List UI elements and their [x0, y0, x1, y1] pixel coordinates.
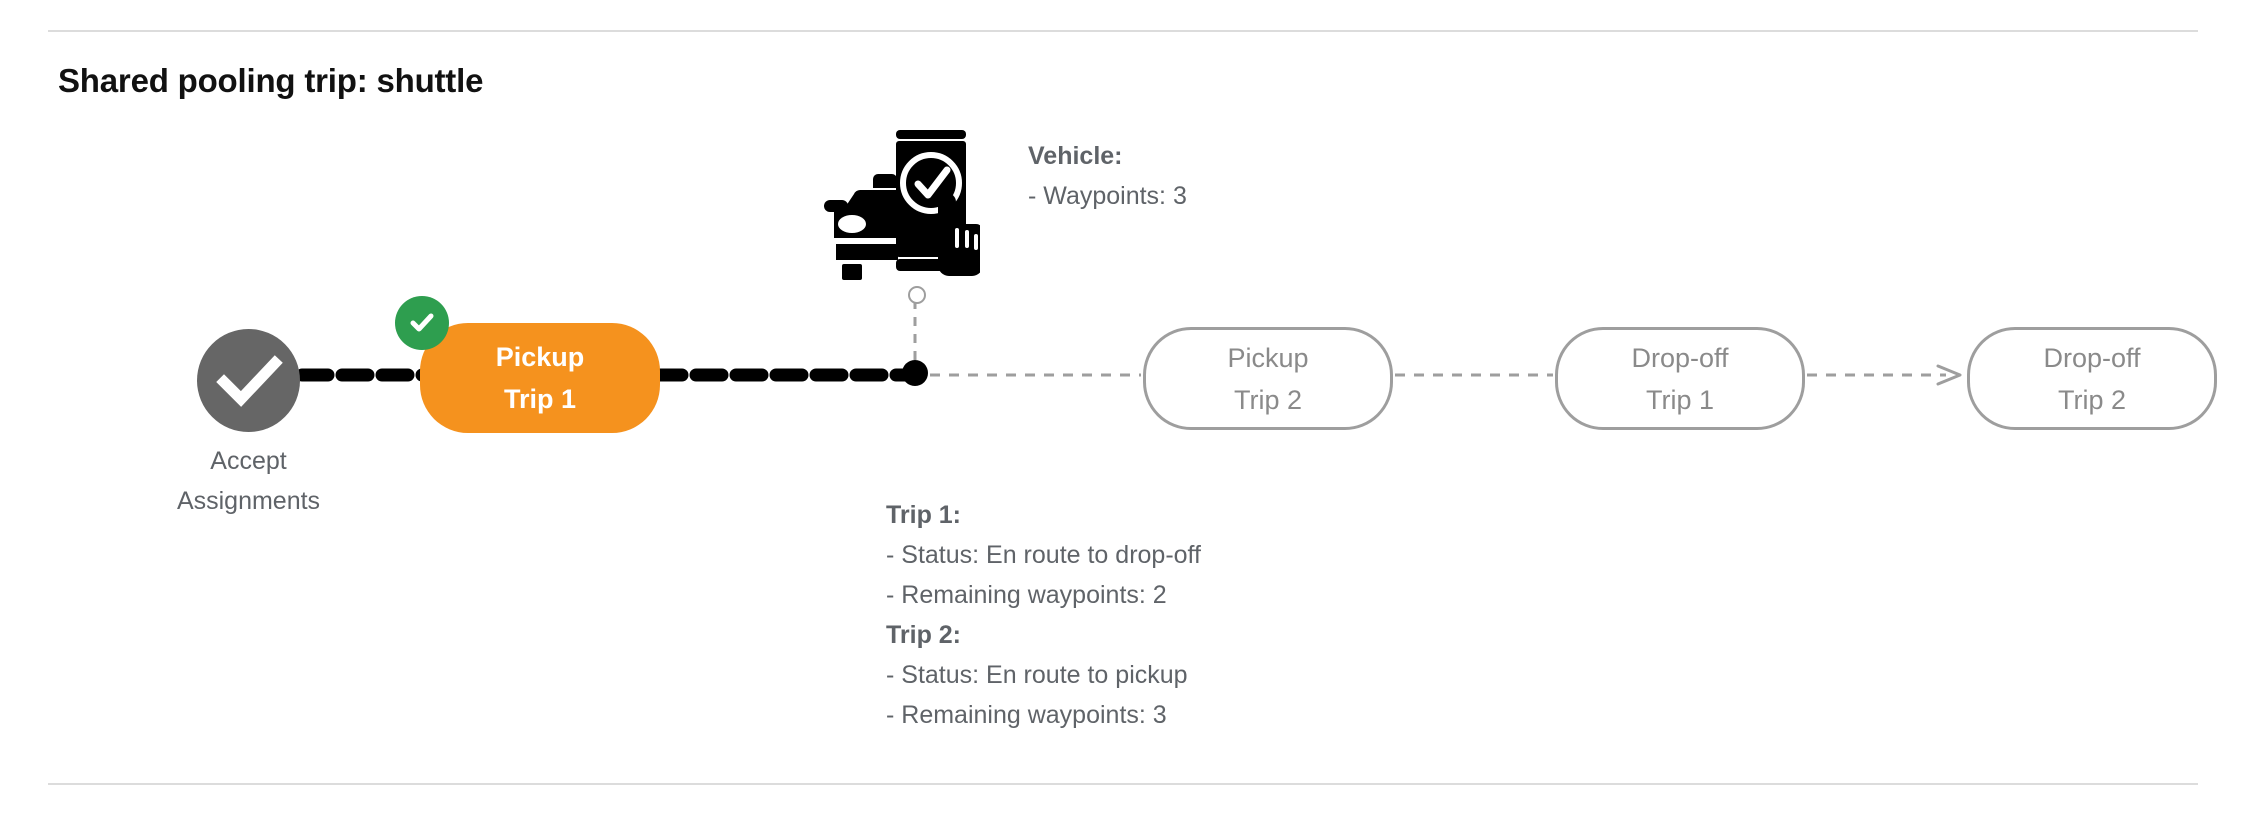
node-pickup-trip-1-line2: Trip 1	[503, 384, 577, 414]
accept-label-line1: Accept	[210, 447, 287, 475]
top-divider	[48, 30, 2198, 32]
trip-2-status: - Status: En route to pickup	[886, 661, 1188, 689]
node-drop-off-trip-2-line1: Drop-off	[2043, 342, 2141, 373]
vehicle-position-marker-icon[interactable]	[902, 360, 928, 386]
accept-assignments-label: Accept Assignments	[145, 441, 352, 521]
trip-2-header: Trip 2:	[886, 621, 962, 649]
bottom-divider	[48, 783, 2198, 785]
vehicle-position-marker-ring-icon	[908, 286, 926, 304]
trip-1-remaining-waypoints: - Remaining waypoints: 2	[886, 581, 1167, 609]
check-circle-icon	[197, 329, 300, 432]
vehicle-info-header: Vehicle:	[1028, 142, 1123, 170]
node-pickup-trip-2[interactable]: Pickup Trip 2	[1143, 327, 1393, 430]
node-drop-off-trip-1[interactable]: Drop-off Trip 1	[1555, 327, 1805, 430]
vehicle-info-waypoints: - Waypoints: 3	[1028, 182, 1187, 210]
node-drop-off-trip-2-line2: Trip 2	[2057, 384, 2126, 415]
trip-1-header: Trip 1:	[886, 501, 962, 529]
node-drop-off-trip-1-line1: Drop-off	[1631, 342, 1729, 373]
arrowhead-icon	[1936, 364, 1962, 386]
vehicle-info-block: Vehicle: - Waypoints: 3	[1028, 136, 1187, 216]
node-accept-assignments[interactable]: Accept Assignments	[177, 329, 320, 515]
accept-label-line2: Assignments	[176, 487, 321, 515]
node-pickup-trip-2-line2: Trip 2	[1233, 384, 1302, 415]
green-check-badge-icon	[395, 296, 449, 350]
vehicle-phone-check-icon	[820, 120, 983, 280]
page-title: Shared pooling trip: shuttle	[58, 62, 484, 99]
node-pickup-trip-2-line1: Pickup	[1227, 342, 1309, 373]
trip-info-block: Trip 1: - Status: En route to drop-off -…	[886, 495, 1201, 735]
trip-2-remaining-waypoints: - Remaining waypoints: 3	[886, 701, 1167, 729]
node-pickup-trip-1[interactable]: Pickup Trip 1	[420, 323, 660, 433]
trip-1-status: - Status: En route to drop-off	[886, 541, 1201, 569]
node-pickup-trip-1-line1: Pickup	[495, 342, 585, 372]
node-drop-off-trip-2[interactable]: Drop-off Trip 2	[1967, 327, 2217, 430]
node-drop-off-trip-1-line2: Trip 1	[1645, 384, 1714, 415]
